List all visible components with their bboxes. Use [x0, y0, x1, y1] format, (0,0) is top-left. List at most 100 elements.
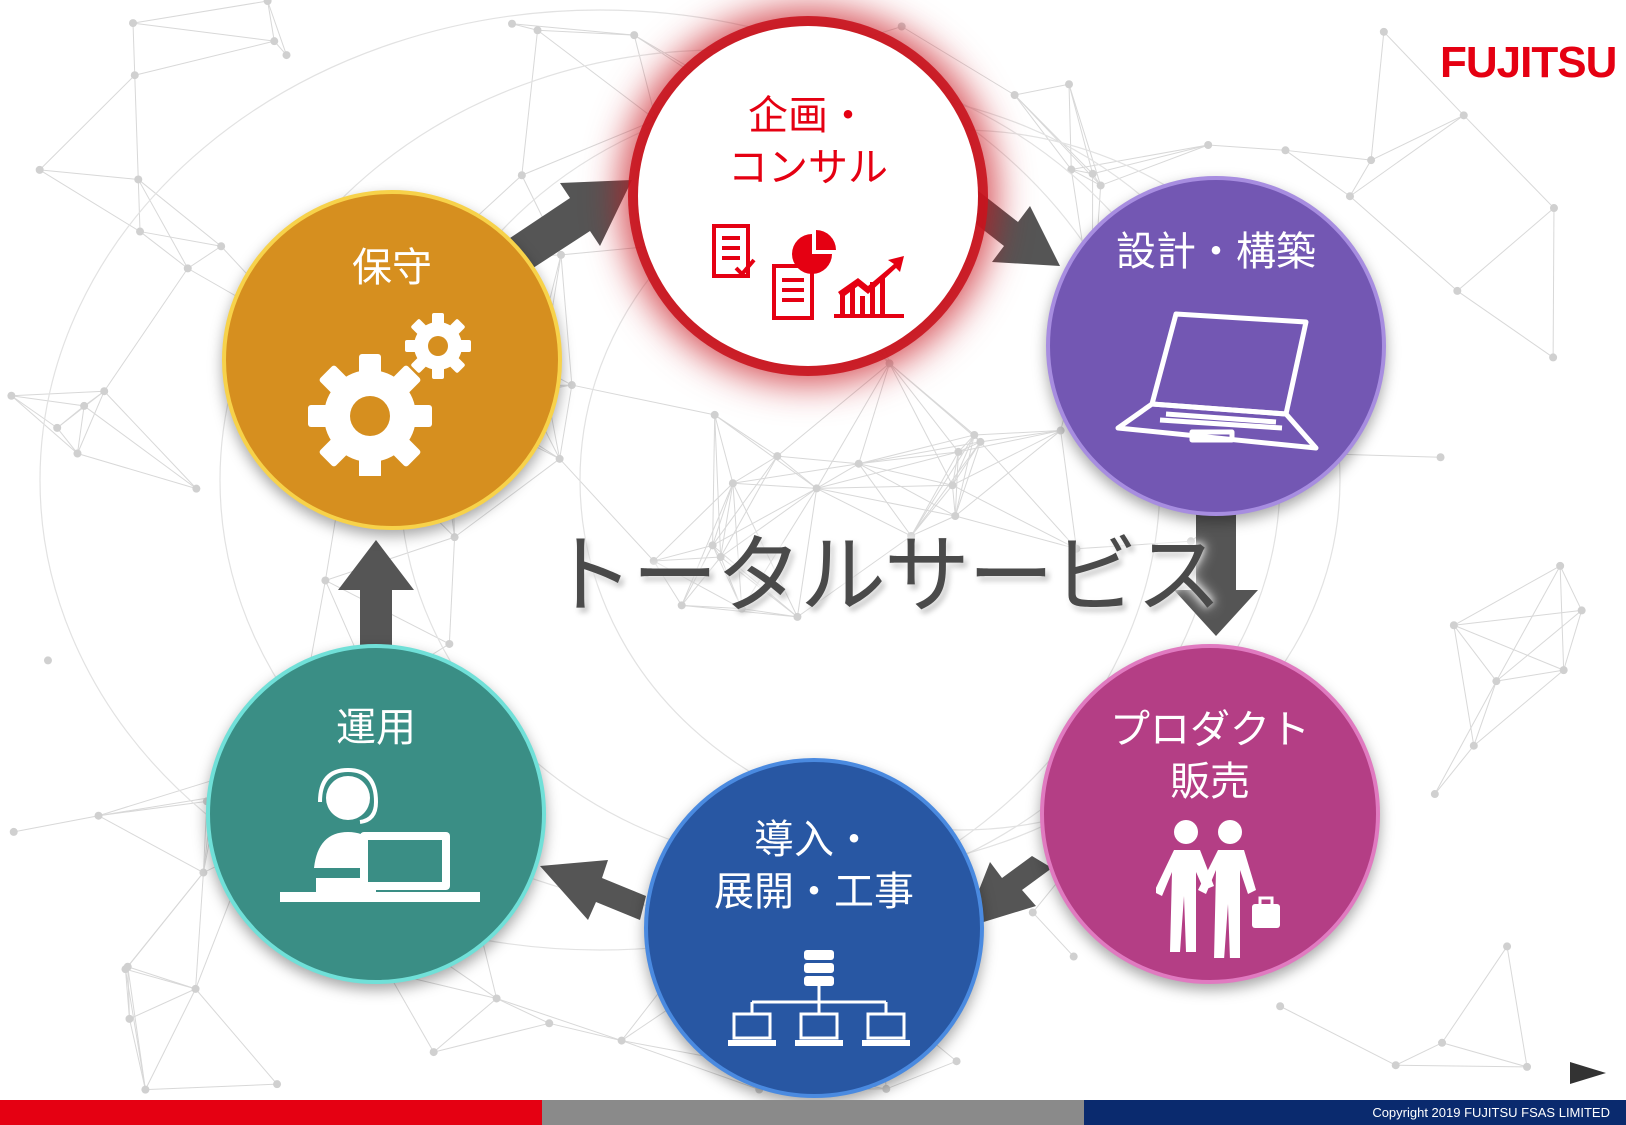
network-line: [732, 455, 778, 484]
network-line: [712, 487, 817, 546]
network-line: [1068, 84, 1072, 170]
network-line: [1014, 83, 1070, 96]
network-line: [816, 487, 956, 517]
network-node: [1549, 204, 1558, 213]
network-node: [1556, 561, 1565, 570]
network-line: [712, 544, 798, 618]
network-line: [56, 405, 85, 429]
network-node: [1276, 1002, 1285, 1011]
network-line: [134, 40, 275, 76]
footer-bar-gray: [542, 1100, 1084, 1125]
network-line: [1453, 609, 1582, 626]
node-maintenance: 保守: [222, 190, 562, 530]
network-node: [121, 965, 130, 974]
planning-documents-chart-icon: [712, 224, 904, 320]
network-line: [951, 451, 959, 486]
network-line: [549, 1022, 622, 1042]
network-node: [1088, 169, 1097, 178]
network-line: [910, 484, 953, 537]
network-line: [1552, 208, 1555, 358]
network-line: [1349, 159, 1372, 197]
network-line: [858, 363, 890, 464]
network-line: [521, 119, 657, 176]
node-planning-label: 企画・ コンサル: [728, 93, 888, 191]
network-node: [1028, 908, 1037, 917]
network-node: [1430, 790, 1439, 799]
network-line: [387, 972, 435, 1053]
network-node: [970, 430, 979, 439]
network-line: [952, 434, 975, 486]
next-slide-arrow-icon[interactable]: [1568, 1060, 1608, 1086]
network-node: [1056, 426, 1065, 435]
network-line: [98, 795, 218, 817]
network-node: [1523, 1062, 1532, 1071]
network-line: [511, 23, 538, 31]
network-line: [124, 969, 130, 1019]
network-node: [716, 553, 725, 562]
arrow-product-to-install: [964, 856, 1052, 928]
network-line: [1434, 680, 1497, 795]
network-line: [741, 608, 798, 618]
network-node: [130, 71, 139, 80]
network-node: [1345, 192, 1354, 201]
network-line: [1068, 84, 1102, 186]
network-line: [571, 384, 715, 416]
network-line: [1349, 114, 1465, 197]
network-node: [1438, 1038, 1447, 1047]
network-line: [858, 463, 912, 537]
network-line: [537, 29, 635, 36]
network-line: [816, 484, 953, 489]
network-line: [1563, 610, 1583, 671]
network-node: [1186, 537, 1195, 546]
network-line: [954, 441, 981, 517]
network-node: [1367, 156, 1376, 165]
network-line: [1453, 624, 1564, 671]
network-line: [952, 441, 981, 486]
network-node: [948, 481, 957, 490]
network-line: [1092, 144, 1209, 175]
network-line: [952, 430, 1061, 486]
network-line: [132, 0, 268, 24]
network-node: [1069, 952, 1078, 961]
network-node: [617, 1036, 626, 1045]
network-line: [454, 458, 560, 538]
network-line: [1076, 540, 1191, 550]
network-node: [199, 868, 208, 877]
network-line: [56, 427, 78, 454]
network-line: [448, 537, 456, 644]
laptop-icon: [1115, 311, 1319, 451]
network-line: [720, 483, 734, 558]
network-line: [653, 560, 743, 610]
network-line: [11, 390, 105, 397]
network-node: [141, 1085, 150, 1094]
network-node: [897, 22, 906, 31]
node-install: 導入・ 展開・工事: [644, 758, 984, 1098]
network-line: [496, 997, 622, 1042]
network-node: [630, 31, 639, 40]
network-line: [980, 430, 1061, 443]
network-line: [858, 463, 953, 486]
network-node: [854, 459, 863, 468]
network-line: [714, 414, 734, 484]
network-line: [560, 245, 659, 256]
network-node: [812, 484, 821, 493]
footer-bar-red: [0, 1100, 542, 1125]
network-line: [886, 1060, 957, 1090]
network-line: [714, 414, 778, 457]
network-node: [1549, 353, 1558, 362]
node-product: プロダクト 販売: [1040, 644, 1380, 984]
network-line: [139, 231, 189, 269]
network-line: [777, 455, 859, 465]
network-line: [129, 1018, 146, 1090]
network-node: [125, 1014, 134, 1023]
node-design-label: 設計・構築: [1116, 229, 1316, 275]
network-node: [129, 19, 138, 28]
network-line: [560, 254, 573, 386]
network-node: [282, 51, 291, 60]
network-line: [103, 268, 189, 392]
network-line: [955, 515, 1077, 550]
network-line: [1495, 565, 1561, 682]
network-line: [137, 179, 141, 232]
network-line: [98, 779, 215, 817]
